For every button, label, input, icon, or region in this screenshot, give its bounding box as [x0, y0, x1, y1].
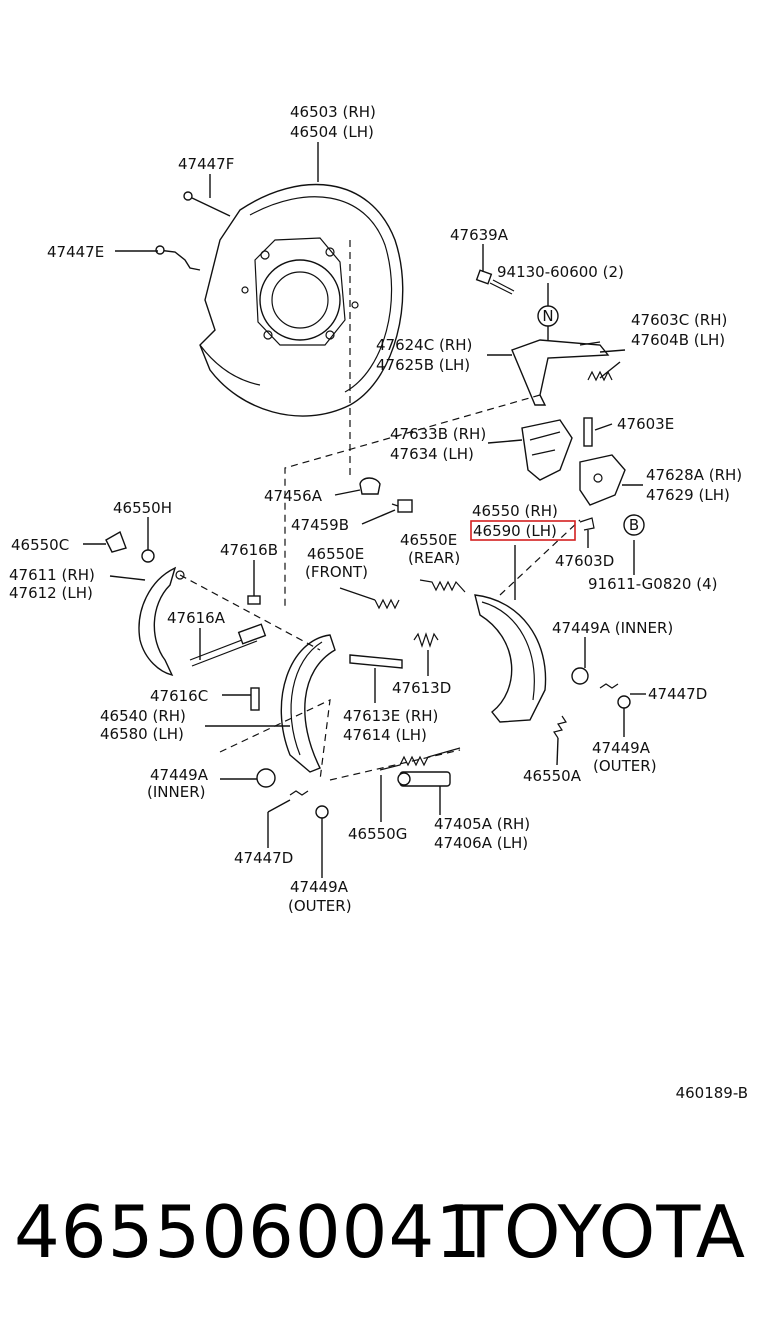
label-47449a-outer-right: 47449A: [592, 739, 651, 757]
label-47603c: 47603C (RH): [631, 311, 727, 329]
cup-47449a-outer-right: [617, 695, 631, 709]
label-47447e: 47447E: [47, 243, 104, 261]
clip-47456a: [359, 477, 381, 495]
cylinder-47405a: [397, 771, 451, 787]
cup-47449a-inner-right: [571, 667, 589, 685]
label-47603e: 47603E: [617, 415, 674, 433]
callout-n: N: [537, 305, 559, 327]
label-91611: 91611-G0820 (4): [588, 575, 718, 593]
label-47613d: 47613D: [392, 679, 451, 697]
label-inner-left: (INNER): [147, 783, 205, 801]
label-46550e-front: 46550E: [307, 545, 364, 563]
spring-47447d-left: [289, 790, 309, 796]
label-46580: 46580 (LH): [100, 725, 184, 743]
label-47449a-inner-left: 47449A: [150, 766, 209, 784]
label-outer-left: (OUTER): [288, 897, 352, 915]
leader-lines: [83, 142, 646, 878]
label-46540: 46540 (RH): [100, 707, 186, 725]
clip-46550c: [105, 530, 127, 553]
brake-shoe-rear: [474, 594, 547, 723]
bracket-47628a: [579, 454, 626, 506]
label-46504: 46504 (LH): [290, 123, 374, 141]
label-47449a-outer-left: 47449A: [290, 878, 349, 896]
guide-47633b: [521, 419, 573, 481]
label-46550g: 46550G: [348, 825, 407, 843]
label-47611: 47611 (RH): [9, 566, 95, 584]
label-46550e-rear: 46550E: [400, 531, 457, 549]
parking-lever-47611: [138, 566, 185, 677]
part-number: 4655060041: [14, 1190, 483, 1274]
label-46503: 46503 (RH): [290, 103, 376, 121]
callout-b: B: [623, 514, 645, 536]
highlight-box: [470, 520, 576, 541]
spring-46550g: [379, 747, 461, 771]
label-47625b: 47625B (LH): [376, 356, 470, 374]
label-rear: (REAR): [408, 549, 460, 567]
label-47628a: 47628A (RH): [646, 466, 742, 484]
spring-46550a: [553, 715, 567, 739]
label-47634: 47634 (LH): [390, 445, 474, 463]
label-47624c: 47624C (RH): [376, 336, 472, 354]
spring-46550e-rear: [419, 579, 466, 593]
brake-shoe-front: [280, 634, 336, 773]
bolt-47459b: [391, 499, 413, 513]
label-47456a: 47456A: [264, 487, 323, 505]
footer: 4655060041 TOYOTA: [14, 1190, 746, 1280]
label-47612: 47612 (LH): [9, 584, 93, 602]
spring-47613d: [413, 632, 439, 648]
adjuster-47616a: [189, 623, 267, 667]
spring-47603c: [587, 370, 613, 382]
rod-47447e: [155, 245, 201, 271]
label-47447f: 47447F: [178, 155, 234, 173]
cup-47449a-outer-left: [315, 805, 329, 819]
label-47406a: 47406A (LH): [434, 834, 528, 852]
spring-47447d-right: [599, 683, 619, 689]
bolt-47639a: [475, 269, 515, 295]
pin-47603e: [583, 417, 593, 447]
label-47616b: 47616B: [220, 541, 278, 559]
label-46590: 46590 (LH): [473, 522, 557, 540]
strut-47613e: [349, 654, 403, 669]
callout-n-text: N: [542, 307, 553, 325]
figure-reference: 460189-B: [675, 1084, 748, 1102]
label-47616a: 47616A: [167, 609, 226, 627]
label-47614: 47614 (LH): [343, 726, 427, 744]
label-47447d-left: 47447D: [234, 849, 293, 867]
label-47639a: 47639A: [450, 226, 509, 244]
label-47447d-right: 47447D: [648, 685, 707, 703]
backing-plate: [199, 183, 404, 417]
label-47613e: 47613E (RH): [343, 707, 438, 725]
label-outer-right: (OUTER): [593, 757, 657, 775]
spring-46550e-front: [339, 587, 400, 610]
label-47603d: 47603D: [555, 552, 614, 570]
label-46550h: 46550H: [113, 499, 172, 517]
label-47604b: 47604B (LH): [631, 331, 725, 349]
clip-47603d: [579, 517, 595, 531]
cup-47449a-inner-left: [256, 768, 276, 788]
pin-47447f: [183, 191, 231, 217]
brand-name: TOYOTA: [458, 1190, 746, 1274]
label-46550a: 46550A: [523, 767, 582, 785]
retainer-46550h: [141, 549, 155, 563]
part-47616b: [247, 595, 261, 605]
label-47629: 47629 (LH): [646, 486, 730, 504]
assembly-lines: [179, 240, 581, 781]
label-front: (FRONT): [305, 563, 368, 581]
lever-47624c: [511, 339, 610, 406]
label-94130: 94130-60600 (2): [497, 263, 624, 281]
label-46550: 46550 (RH): [472, 502, 558, 520]
label-47633b: 47633B (RH): [390, 425, 486, 443]
label-47616c: 47616C: [150, 687, 208, 705]
label-47405a: 47405A (RH): [434, 815, 530, 833]
bolt-47616c: [250, 687, 260, 711]
label-47449a-inner-right: 47449A (INNER): [552, 619, 673, 637]
callout-b-text: B: [629, 516, 639, 534]
label-46550c: 46550C: [11, 536, 69, 554]
part-labels: 46503 (RH) 46504 (LH) 47447F 47447E 4763…: [9, 103, 742, 915]
label-47459b: 47459B: [291, 516, 349, 534]
